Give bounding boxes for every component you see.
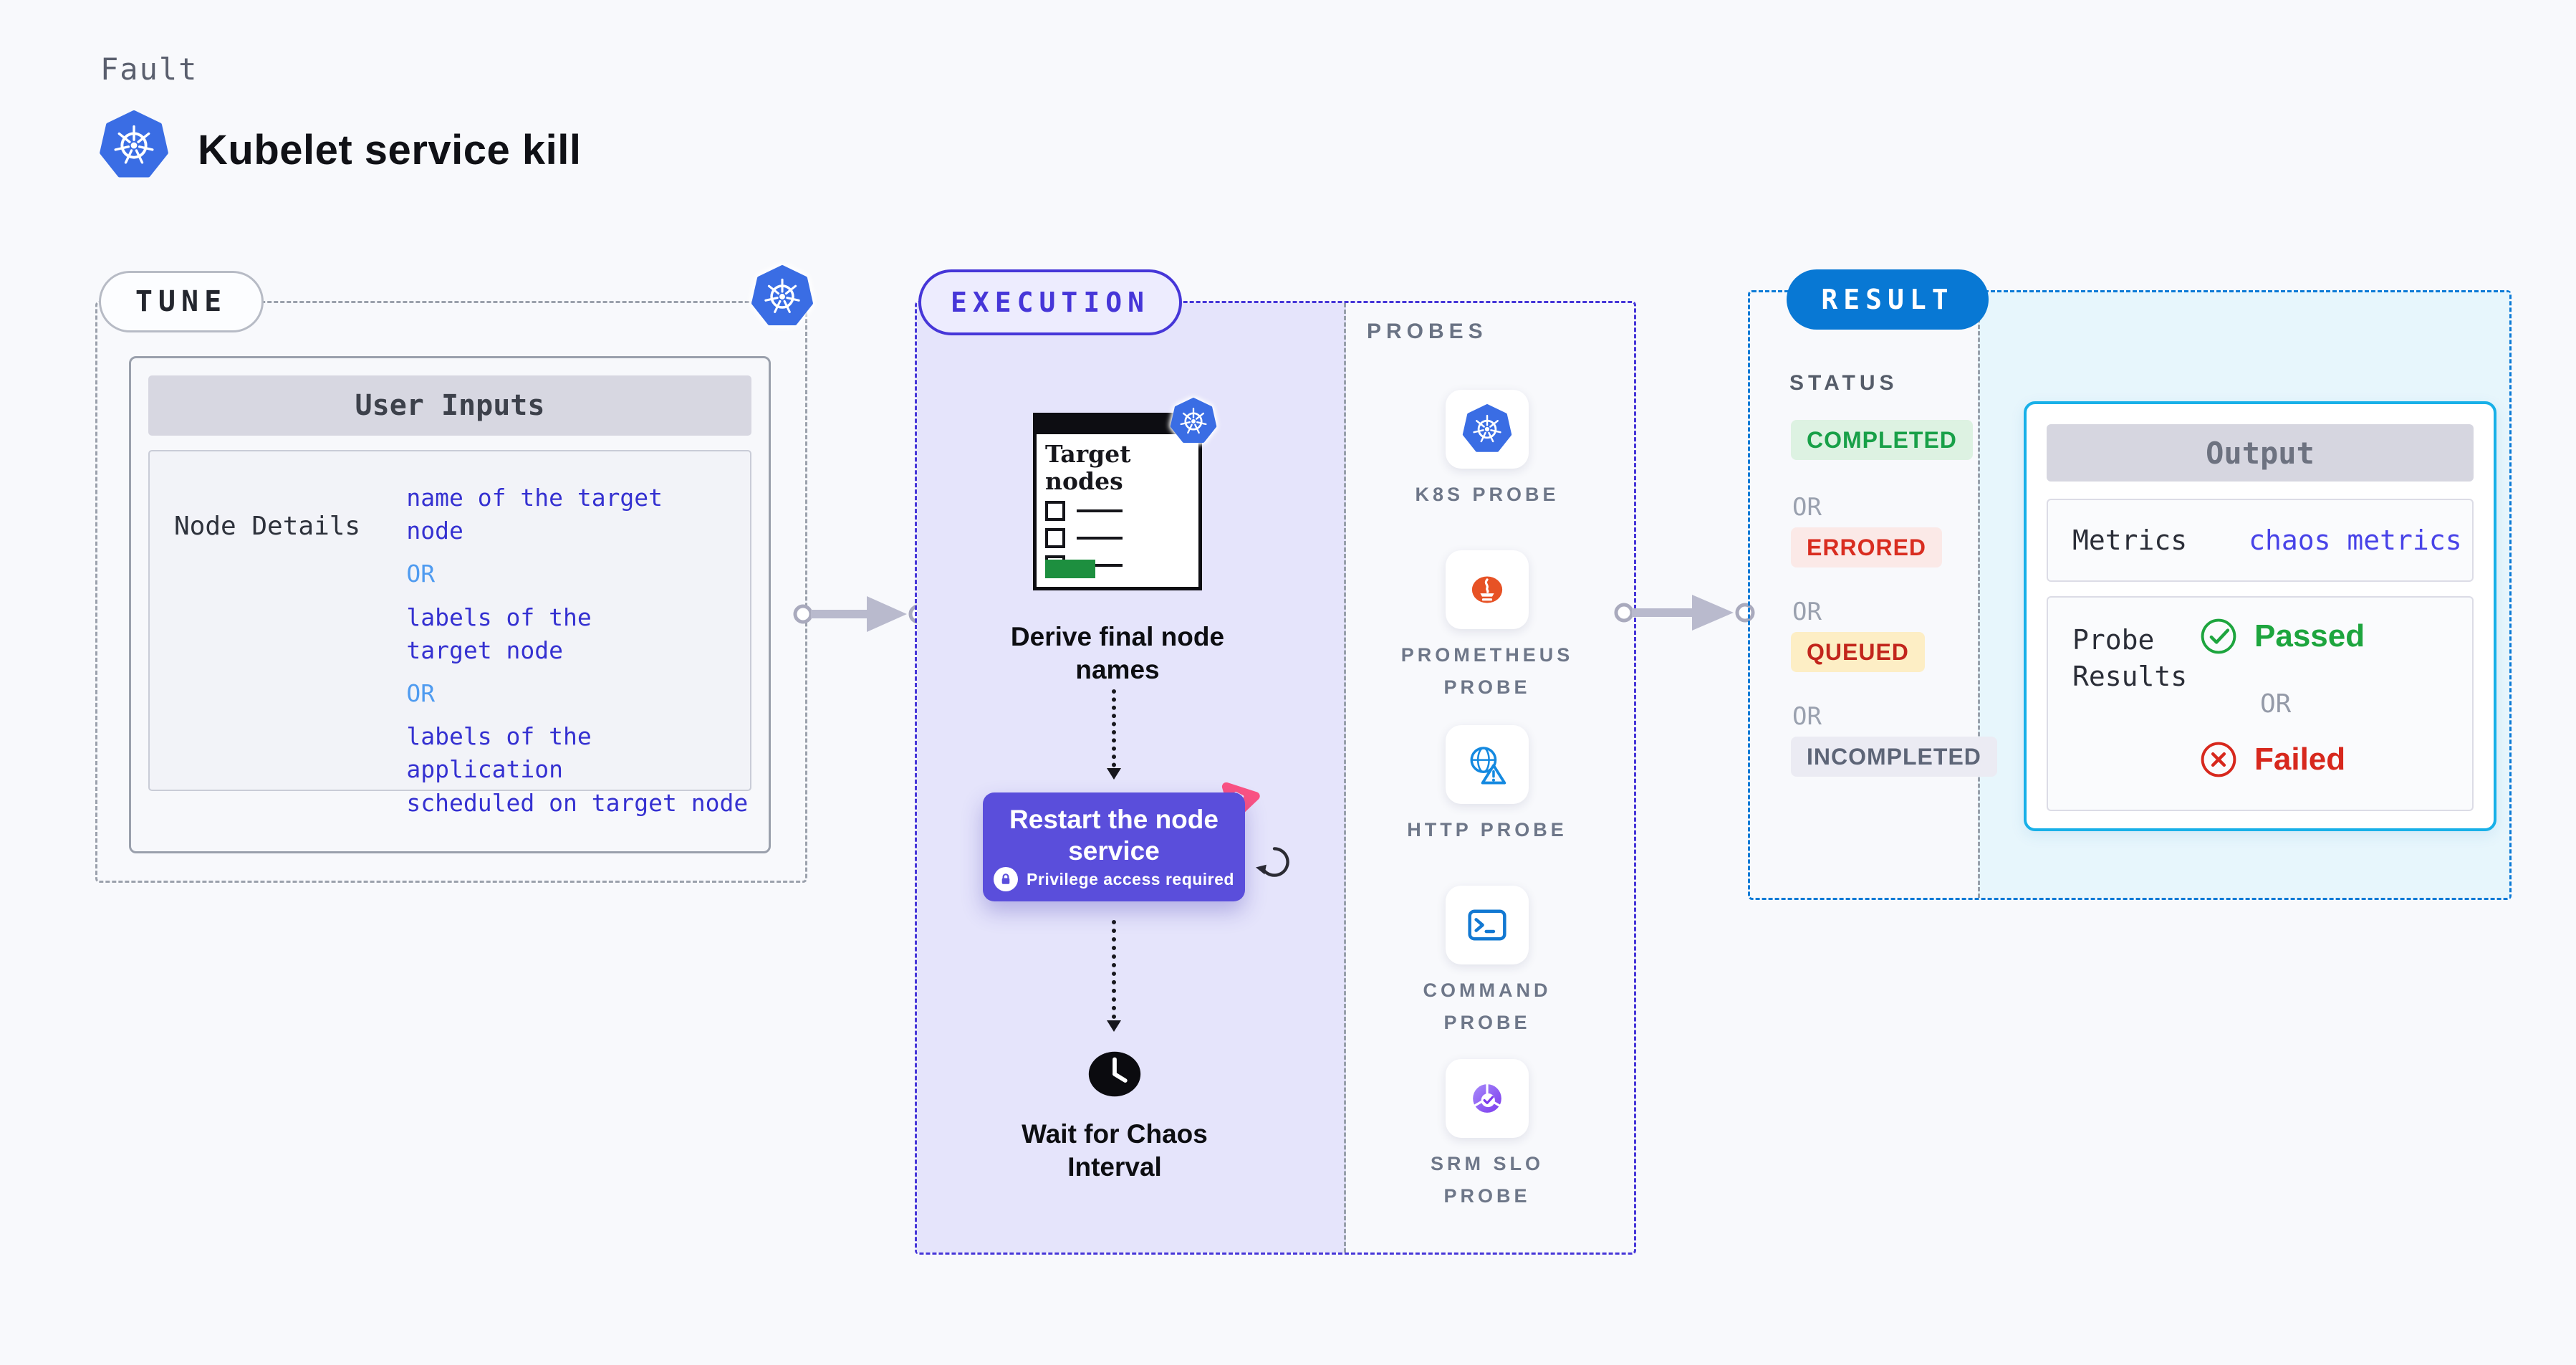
or-separator: OR: [2260, 689, 2292, 719]
probe-results-row: Probe Results Passed OR Failed: [2047, 596, 2474, 811]
or-separator: OR: [1792, 493, 1822, 522]
or-separator: OR: [406, 679, 436, 707]
checkbox-row: [1045, 501, 1123, 521]
clock-icon: [1088, 1051, 1141, 1097]
failed-result: Failed: [2198, 739, 2345, 780]
kubernetes-icon: [1462, 404, 1512, 454]
metrics-value-link: chaos metrics: [2249, 525, 2462, 556]
probe-label: SRM SLO PROBE: [1430, 1153, 1544, 1207]
checkbox-row: [1045, 528, 1123, 548]
tune-badge: TUNE: [99, 271, 264, 332]
target-nodes-label: Target nodes: [1045, 440, 1131, 495]
probe-label: HTTP PROBE: [1407, 819, 1567, 840]
metrics-label: Metrics: [2072, 525, 2188, 556]
kubernetes-icon: [99, 110, 169, 181]
probe-card-command: [1446, 886, 1529, 964]
status-badge-errored: ERRORED: [1791, 527, 1943, 567]
metrics-row: Metrics chaos metrics: [2047, 499, 2474, 582]
probe-card-http: [1446, 725, 1529, 804]
result-badge: RESULT: [1787, 269, 1989, 330]
restart-card-title: Restart the node service: [1009, 805, 1219, 866]
line: [1077, 537, 1123, 540]
checkbox-icon: [1045, 501, 1065, 521]
user-inputs-title: User Inputs: [148, 375, 751, 436]
or-separator: OR: [406, 560, 436, 588]
passed-result: Passed: [2198, 616, 2365, 656]
checkbox-icon: [1045, 528, 1065, 548]
target-nodes-window: Target nodes: [1033, 398, 1217, 590]
passed-label: Passed: [2254, 618, 2365, 653]
probe-results-label: Probe Results: [2072, 624, 2188, 693]
user-inputs-card: User Inputs Node Details name of the tar…: [129, 356, 771, 853]
terminal-icon: [1468, 909, 1506, 941]
or-separator: OR: [1792, 598, 1822, 626]
probes-title: PROBES: [1367, 320, 1488, 343]
kubernetes-icon: [1170, 398, 1217, 445]
status-badge-completed: COMPLETED: [1791, 420, 1973, 460]
flow-down-arrow-icon: [1107, 920, 1121, 1032]
probe-label: PROMETHEUS PROBE: [1400, 644, 1574, 698]
derive-node-names-label: Derive final node names: [1010, 622, 1225, 685]
kubernetes-icon: [751, 265, 814, 328]
line: [1077, 564, 1123, 567]
user-inputs-table: Node Details name of the target node OR …: [148, 450, 751, 817]
wait-chaos-interval-label: Wait for Chaos Interval: [1022, 1119, 1208, 1182]
status-badge-queued: QUEUED: [1791, 632, 1925, 672]
restart-node-service-card: Restart the node service Privilege acces…: [983, 792, 1245, 901]
execution-badge: EXECUTION: [918, 269, 1182, 335]
green-button-icon: [1045, 560, 1095, 578]
fault-eyebrow: Fault: [100, 52, 198, 87]
status-title: STATUS: [1789, 371, 1898, 395]
node-details-values: name of the target node OR labels of the…: [406, 451, 750, 817]
probe-card-srm-slo: [1446, 1059, 1529, 1138]
value-option-2: labels of the target node: [406, 603, 592, 664]
x-circle-icon: [2201, 742, 2236, 777]
or-separator: OR: [1792, 702, 1822, 731]
tune-section: [95, 301, 807, 883]
refresh-icon: [1255, 847, 1289, 877]
line: [1077, 509, 1123, 512]
failed-label: Failed: [2254, 742, 2346, 777]
lock-icon: [994, 867, 1019, 891]
privilege-note-text: Privilege access required: [1027, 869, 1234, 889]
status-badge-incompleted: INCOMPLETED: [1791, 737, 1997, 777]
probe-card-k8s: [1446, 390, 1529, 469]
prometheus-icon: [1471, 576, 1503, 603]
slo-donut-icon: [1473, 1083, 1501, 1113]
output-title: Output: [2047, 424, 2474, 482]
globe-alert-icon: [1470, 747, 1506, 785]
value-option-3: labels of the application scheduled on t…: [406, 722, 749, 817]
page-title: Kubelet service kill: [198, 127, 582, 173]
probe-card-prometheus: [1446, 550, 1529, 629]
flow-arrow-icon: [1614, 595, 1755, 631]
flow-down-arrow-icon: [1107, 689, 1121, 780]
probe-label: COMMAND PROBE: [1423, 980, 1552, 1033]
check-circle-icon: [2201, 618, 2236, 654]
probe-label: K8S PROBE: [1415, 484, 1559, 505]
value-option-1: name of the target node: [406, 484, 663, 545]
flow-arrow-icon: [793, 596, 928, 632]
output-card: Output Metrics chaos metrics Probe Resul…: [2024, 401, 2496, 831]
node-details-label: Node Details: [174, 512, 361, 541]
privilege-note: Privilege access required: [983, 867, 1245, 891]
